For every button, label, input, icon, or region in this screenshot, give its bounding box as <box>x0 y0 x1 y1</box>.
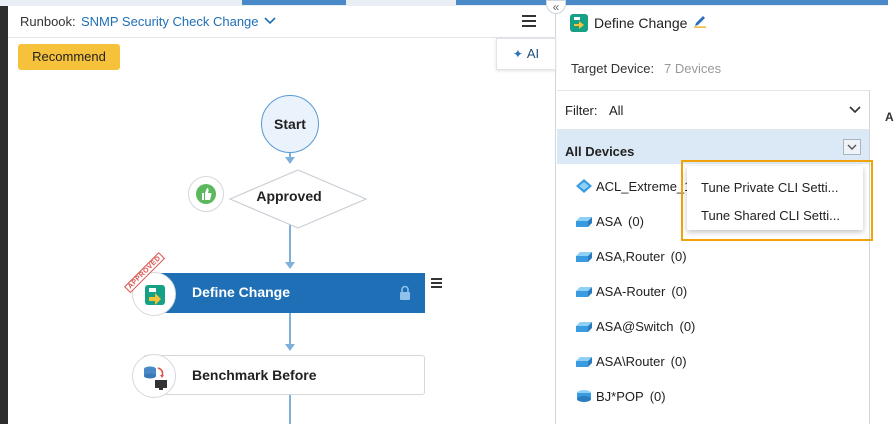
define-change-label: Define Change <box>192 284 291 300</box>
flow-connector <box>289 224 291 266</box>
thumbs-up-icon <box>202 188 212 200</box>
define-change-icon <box>132 272 176 316</box>
firewall-device-icon <box>576 217 592 227</box>
device-count: (0) <box>671 284 688 299</box>
runbook-flow-panel: Runbook: SNMP Security Check Change Reco… <box>8 6 556 424</box>
menu-item-tune-private-cli[interactable]: Tune Private CLI Setti... <box>701 180 839 195</box>
chevron-down-icon[interactable] <box>264 16 276 26</box>
firewall-device-icon <box>576 252 592 262</box>
device-item[interactable]: ASA\Router (0) <box>557 347 869 377</box>
left-dark-gutter <box>0 6 8 424</box>
approval-icon <box>188 176 224 212</box>
clipped-column-letter: A <box>885 110 894 124</box>
firewall-device-icon <box>576 357 592 367</box>
top-tab-strip <box>0 0 888 6</box>
flow-arrow <box>285 262 295 269</box>
hamburger-menu-icon[interactable] <box>522 15 536 27</box>
all-devices-row[interactable]: All Devices <box>557 130 869 164</box>
edit-pencil-icon[interactable] <box>693 14 707 28</box>
flow-connector <box>289 147 291 161</box>
router-device-icon <box>577 390 591 402</box>
panel-divider <box>869 90 870 424</box>
runbook-header: Runbook: SNMP Security Check Change <box>8 6 556 38</box>
device-name: ACL_Extreme_1 <box>596 179 692 194</box>
device-name: BJ*POP <box>596 389 644 404</box>
device-name: ASA,Router <box>596 249 665 264</box>
device-count: (0) <box>670 354 687 369</box>
chevron-down-icon <box>847 144 857 150</box>
target-device-label: Target Device: <box>571 61 655 76</box>
collapse-panel-button[interactable]: « <box>546 0 566 14</box>
device-count: (0) <box>670 249 687 264</box>
benchmark-before-label: Benchmark Before <box>192 367 317 383</box>
device-item[interactable]: BJ*POP (0) <box>557 382 869 412</box>
device-item[interactable]: ASA (0) <box>557 207 869 237</box>
device-item[interactable]: ACL_Extreme_1 <box>557 172 869 202</box>
flow-connector <box>289 307 291 348</box>
all-devices-context-menu: Tune Private CLI Setti... Tune Shared CL… <box>681 160 873 241</box>
device-count: (0) <box>679 319 696 334</box>
firewall-device-icon <box>576 287 592 297</box>
active-tab-indicator <box>242 0 346 5</box>
lock-icon <box>400 285 410 300</box>
benchmark-before-node[interactable] <box>143 355 425 395</box>
device-name: ASA-Router <box>596 284 666 299</box>
filter-value: All <box>609 103 624 118</box>
device-name: ASA\Router <box>596 354 665 369</box>
runbook-label: Runbook: <box>20 14 76 29</box>
filter-dropdown[interactable]: Filter: All <box>557 90 869 130</box>
chevron-down-icon[interactable] <box>849 105 861 115</box>
device-name: ASA <box>596 214 623 229</box>
define-change-node[interactable] <box>143 273 425 313</box>
extreme-switch-icon <box>576 179 592 193</box>
node-menu-icon[interactable] <box>431 278 442 289</box>
device-count: (0) <box>649 389 666 404</box>
runbook-name-dropdown[interactable]: SNMP Security Check Change <box>81 14 259 29</box>
ai-button[interactable]: ✦AI <box>496 38 556 70</box>
context-menu-list: Tune Private CLI Setti... Tune Shared CL… <box>687 166 863 230</box>
flow-arrow <box>285 157 295 164</box>
flow-connector <box>289 389 291 424</box>
start-node[interactable]: Start <box>261 95 319 153</box>
recommend-button[interactable]: Recommend <box>18 44 120 70</box>
device-item[interactable]: ASA-Router (0) <box>557 277 869 307</box>
flow-arrow <box>285 344 295 351</box>
secondary-tab-indicator <box>456 0 888 5</box>
device-item[interactable]: ASA,Router (0) <box>557 242 869 272</box>
menu-item-tune-shared-cli[interactable]: Tune Shared CLI Setti... <box>701 208 840 223</box>
device-count: (0) <box>628 214 644 229</box>
approved-decision-node[interactable] <box>222 168 374 230</box>
define-change-title-icon <box>570 14 588 32</box>
target-device-count: 7 Devices <box>664 61 722 76</box>
panel-header: Define Change <box>557 6 888 40</box>
all-devices-menu-button[interactable] <box>843 139 861 155</box>
approved-node-label: Approved <box>256 188 322 204</box>
ai-button-label: AI <box>526 46 540 61</box>
panel-title: Define Change <box>594 15 688 31</box>
device-name: ASA@Switch <box>596 319 674 334</box>
all-devices-label: All Devices <box>565 144 635 159</box>
firewall-device-icon <box>576 322 592 332</box>
device-item[interactable]: ASA@Switch (0) <box>557 312 869 342</box>
sparkle-icon: ✦ <box>512 47 523 61</box>
filter-label: Filter: <box>565 103 598 118</box>
benchmark-icon <box>132 354 176 398</box>
